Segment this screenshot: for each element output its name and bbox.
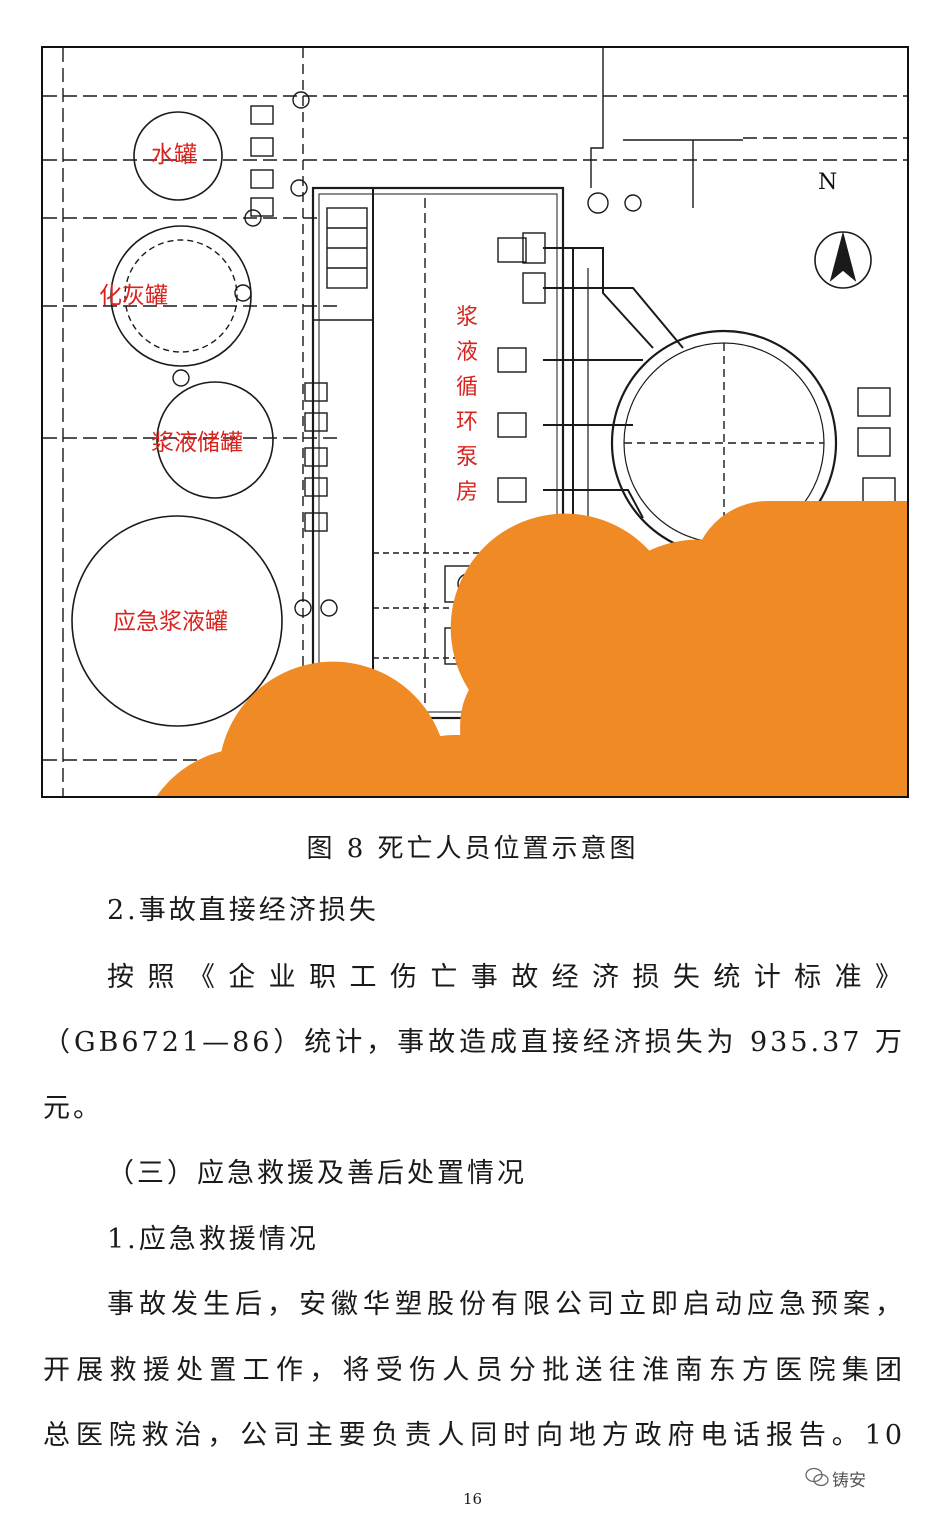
paragraph-rescue-line-2: 开展救援处置工作，将受伤人员分批送往淮南东方医院集团 [43, 1355, 905, 1386]
paragraph-loss-line-2: （GB6721—86）统计，事故造成直接经济损失为 935.37 万 [43, 1027, 905, 1058]
paragraph-rescue-line-3: 总医院救治，公司主要负责人同时向地方政府电话报告。10 [43, 1420, 905, 1451]
paragraph-rescue-line-1: 事故发生后，安徽华塑股份有限公司立即启动应急预案， [107, 1289, 905, 1320]
figure-caption: 图 8 死亡人员位置示意图 [306, 834, 639, 864]
subheading-rescue: 1.应急救援情况 [107, 1224, 319, 1255]
pump-house-label: 浆液循环泵房 [455, 305, 478, 505]
wechat-icon [805, 1467, 829, 1487]
emergency-tank-label: 应急浆液罐 [113, 609, 228, 635]
site-plan-figure: 水罐 化灰罐 浆液储罐 应急浆液罐 浆液循环泵房 N [41, 46, 909, 798]
watermark: 铸安 [832, 1471, 866, 1491]
lime-tank-label: 化灰罐 [99, 283, 168, 309]
section-heading-economic-loss: 2.事故直接经济损失 [107, 895, 379, 926]
page-number: 16 [462, 1490, 483, 1508]
paragraph-loss-line-1: 按照《企业职工伤亡事故经济损失统计标准》 [107, 962, 905, 993]
person-icon [156, 734, 907, 796]
section-heading-emergency: （三）应急救援及善后处置情况 [107, 1158, 527, 1189]
water-tank-label: 水罐 [151, 142, 197, 168]
slurry-storage-tank-label: 浆液储罐 [151, 430, 243, 456]
north-label: N [818, 170, 838, 195]
paragraph-loss-line-3: 元。 [43, 1093, 103, 1124]
